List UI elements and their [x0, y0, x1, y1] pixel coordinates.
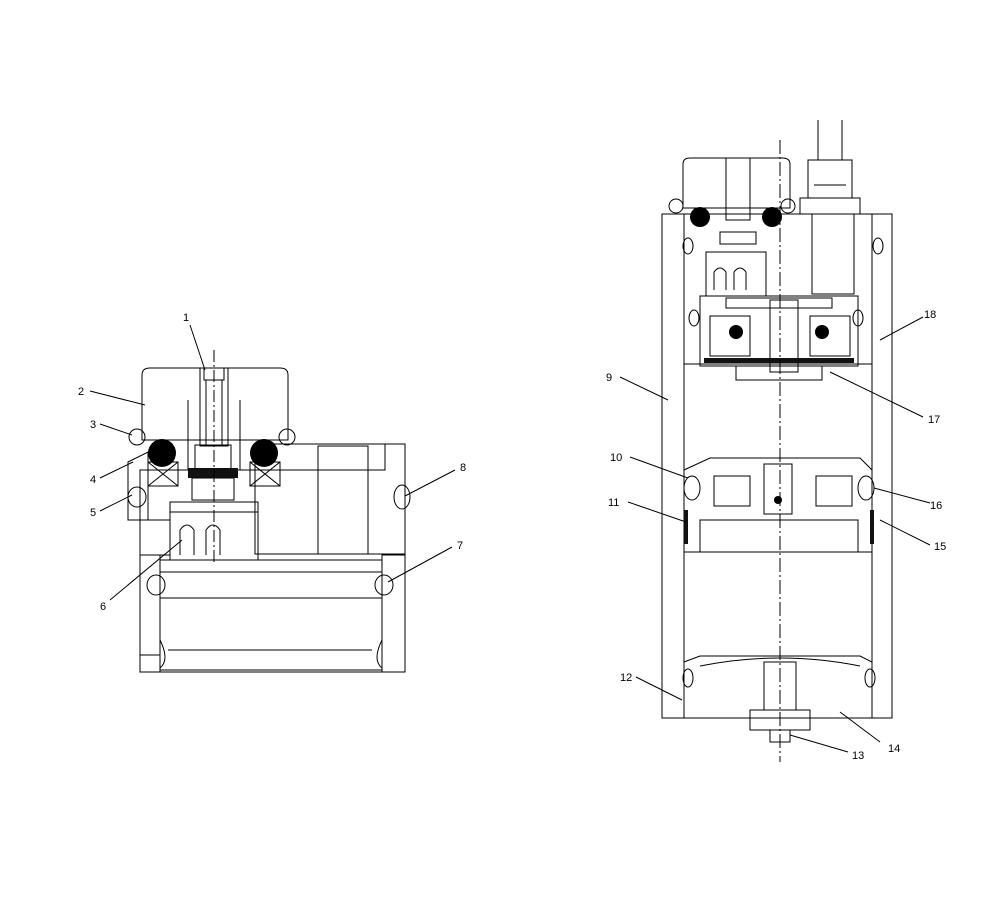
- callout-5: 5: [90, 507, 96, 519]
- oring-8: [393, 484, 411, 510]
- ball-right: [250, 439, 278, 467]
- cylinder-wall-right: [871, 213, 893, 719]
- bore-groove: [159, 571, 383, 599]
- callout-labels: 1 2 3 4 5 6 7 8 9 10 11 12 13 14 15 16 1…: [78, 309, 946, 762]
- callout-9: 9: [606, 372, 612, 384]
- callout-10: 10: [610, 452, 622, 464]
- callout-4: 4: [90, 474, 96, 486]
- callout-2: 2: [78, 386, 84, 398]
- right-wall: [381, 554, 406, 673]
- callout-6: 6: [100, 601, 106, 613]
- callout-8: 8: [460, 462, 466, 474]
- callout-15: 15: [934, 541, 946, 553]
- top-head: [683, 213, 873, 365]
- oring-7: [374, 574, 394, 596]
- bottom-head: [683, 655, 873, 719]
- right-assembly: [661, 120, 893, 762]
- piston: [683, 457, 873, 553]
- left-inner-bore: [159, 559, 383, 671]
- left-flange: [127, 451, 149, 521]
- top-port: [811, 213, 855, 295]
- callout-16: 16: [930, 500, 942, 512]
- callout-1: 1: [183, 312, 189, 324]
- callout-13: 13: [852, 750, 864, 762]
- oring-3-right: [278, 428, 296, 446]
- callout-12: 12: [620, 672, 632, 684]
- seal-black: [188, 468, 238, 478]
- callout-7: 7: [457, 540, 463, 552]
- leader-lines: [89, 316, 931, 753]
- left-assembly: [127, 350, 411, 673]
- left-housing: [139, 443, 406, 673]
- threaded-port: [317, 445, 369, 555]
- callout-14: 14: [888, 743, 900, 755]
- ball-left: [148, 439, 176, 467]
- piston-seal-left: [683, 475, 701, 501]
- cylinder-wall-left: [661, 213, 685, 719]
- knob-cap: [141, 367, 289, 441]
- callout-3: 3: [90, 419, 96, 431]
- callout-18: 18: [924, 309, 936, 321]
- callout-17: 17: [928, 414, 940, 426]
- left-housing-side: [254, 443, 406, 555]
- oring-5: [127, 486, 147, 508]
- oring-6: [146, 574, 166, 596]
- callout-11: 11: [608, 497, 619, 509]
- top-knob: [682, 157, 791, 209]
- oring-3-left: [128, 428, 146, 446]
